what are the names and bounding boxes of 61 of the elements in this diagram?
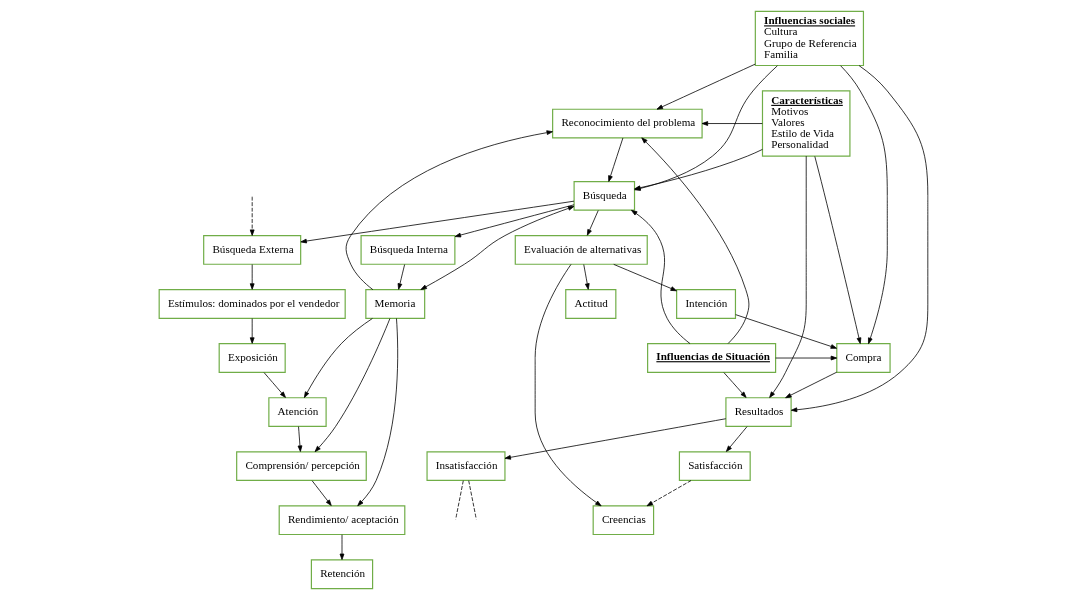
arrow — [701, 121, 763, 126]
node-box: Búsqueda — [573, 180, 635, 211]
arrow — [299, 200, 574, 244]
arrow — [420, 206, 574, 290]
node-box: Características Motivos Valores Estilo de Vida Personalidad — [761, 90, 850, 157]
arrow — [790, 65, 928, 413]
arrow — [784, 371, 837, 399]
node-box: Atención — [267, 397, 327, 427]
arrow — [813, 156, 861, 344]
arrow — [249, 196, 255, 236]
node-box: Creencias — [592, 505, 654, 536]
arrow — [297, 426, 302, 452]
arrow — [534, 263, 601, 507]
arrow — [734, 314, 837, 349]
arrow — [630, 209, 690, 344]
arrow — [303, 318, 373, 398]
node-box: Búsqueda Interna — [360, 235, 455, 265]
connector — [467, 480, 477, 520]
arrow — [249, 264, 255, 290]
node-box: Influencias de Situación — [646, 343, 776, 373]
arrow — [725, 426, 747, 452]
arrow — [582, 264, 590, 290]
node-box: Insatisfacción — [425, 451, 506, 482]
arrow — [311, 480, 332, 506]
arrow — [633, 149, 763, 191]
node-box: Resultados — [724, 397, 792, 427]
node-box: Influencias sociales Cultura Grupo de Referencia Familia — [754, 10, 864, 67]
arrow — [263, 372, 286, 398]
arrow — [397, 264, 405, 290]
node-box: Retención — [310, 559, 373, 590]
node-box: Rendimiento/ aceptación — [278, 505, 405, 536]
node-box: Reconocimiento del problema — [551, 108, 703, 139]
node-box: Estímulos: dominados por el vendedor — [158, 289, 346, 319]
arrow — [768, 155, 807, 398]
node-box: Actitud — [564, 289, 616, 319]
arrow — [586, 210, 599, 236]
arrow — [656, 63, 756, 110]
arrow — [640, 137, 749, 344]
arrow — [314, 318, 390, 453]
node-box: Evaluación de alternativas — [514, 235, 648, 265]
node-box: Intención — [675, 289, 736, 319]
arrow — [249, 318, 255, 344]
arrow — [723, 372, 746, 398]
node-box: Búsqueda Externa — [202, 235, 301, 265]
arrow — [633, 65, 778, 191]
node-box: Comprensión/ percepción — [235, 451, 367, 482]
arrow — [612, 263, 677, 292]
arrow — [339, 534, 344, 560]
arrow — [646, 480, 691, 507]
arrow — [504, 418, 726, 460]
arrow — [839, 65, 888, 345]
arrow — [345, 130, 553, 291]
arrow — [356, 318, 398, 507]
node-box: Memoria — [364, 289, 425, 319]
arrow — [607, 137, 623, 182]
node-box: Compra — [835, 343, 891, 373]
arrow — [774, 355, 837, 361]
node-box: Exposición — [218, 343, 286, 373]
connector — [454, 480, 464, 520]
arrow — [454, 204, 574, 238]
node-box: Satisfacción — [678, 451, 751, 482]
